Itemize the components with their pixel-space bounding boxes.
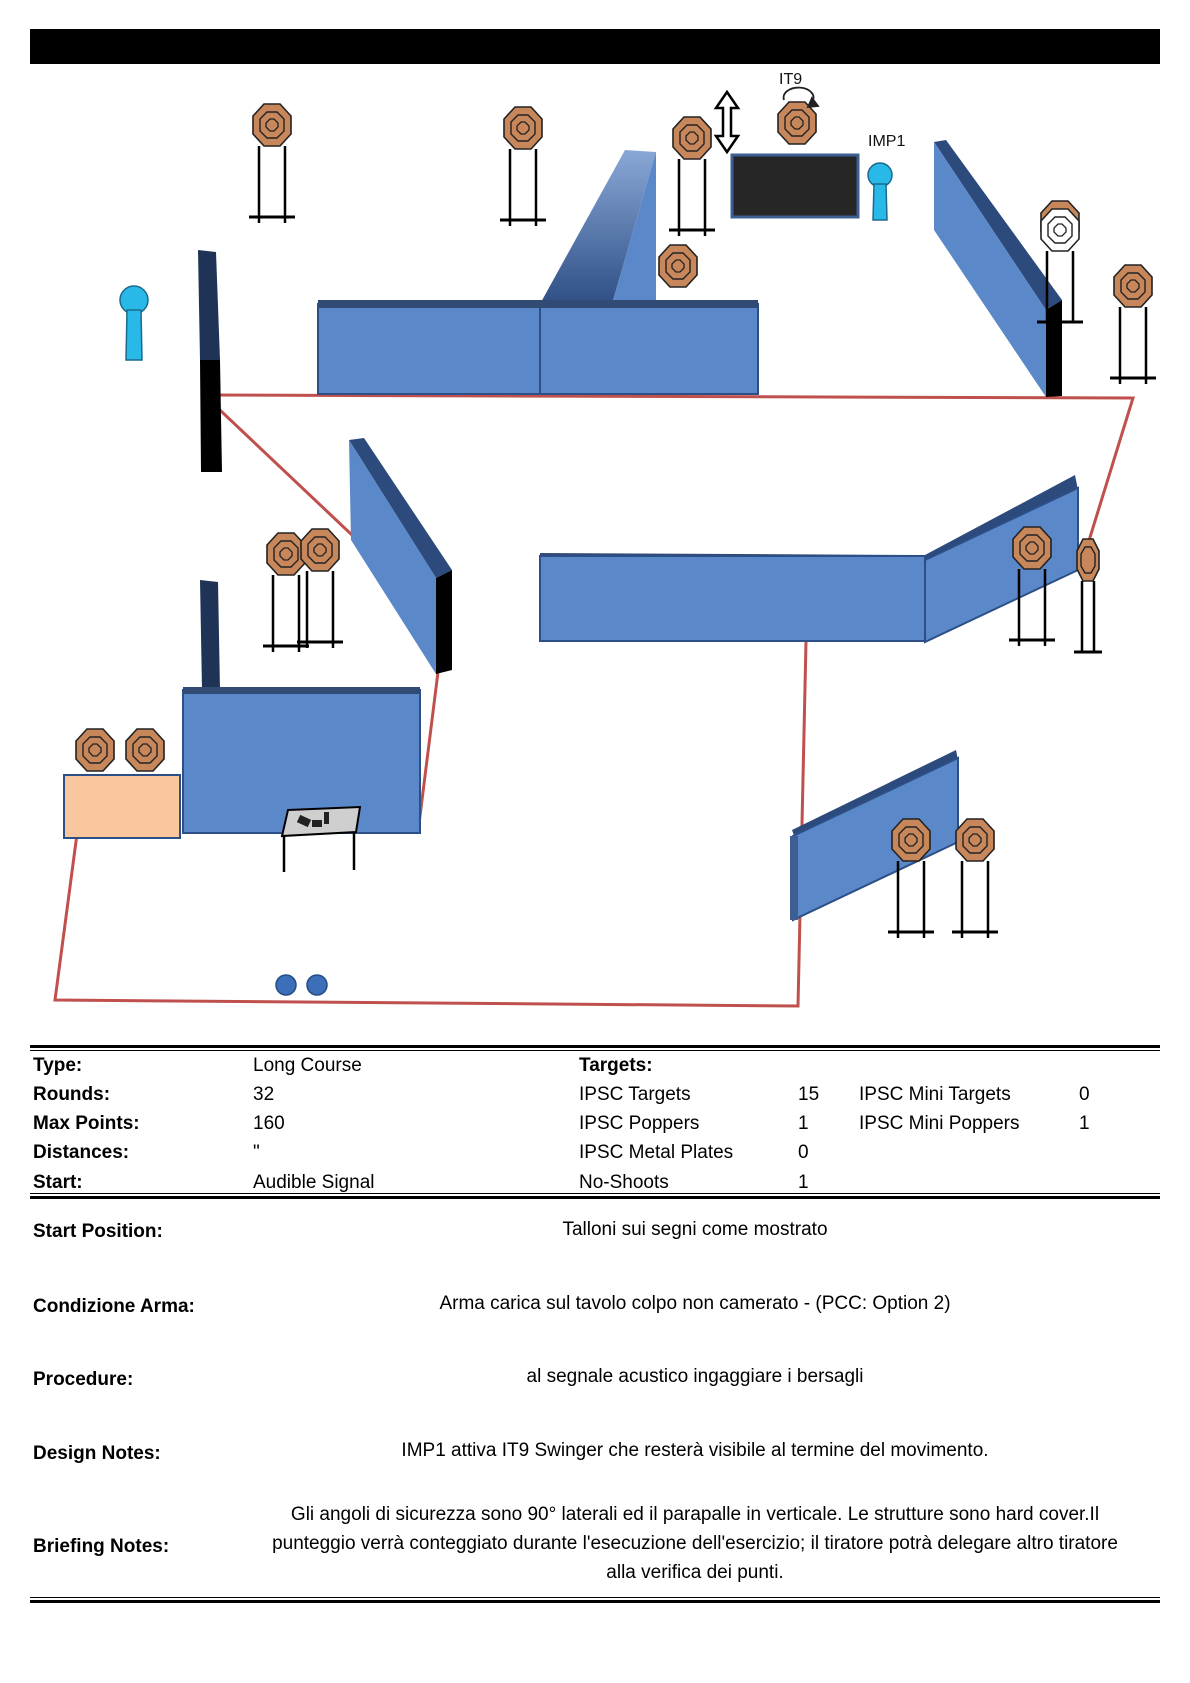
no-shoot-target bbox=[1037, 200, 1083, 324]
type-label: Type: bbox=[33, 1055, 83, 1076]
target-count: 0 bbox=[798, 1142, 809, 1163]
gun-icon bbox=[296, 814, 312, 828]
target-name: No-Shoots bbox=[579, 1172, 669, 1193]
footer-rule bbox=[30, 1600, 1160, 1603]
procedure-text: al segnale acustico ingaggiare i bersagl… bbox=[526, 1366, 864, 1387]
popper-left bbox=[119, 285, 149, 361]
briefing-notes-label: Briefing Notes: bbox=[33, 1536, 170, 1557]
max-points-value: 160 bbox=[253, 1113, 285, 1134]
bottom-right-wall bbox=[790, 750, 959, 922]
target-count: 1 bbox=[798, 1172, 809, 1193]
stage-title-bar bbox=[30, 29, 1160, 64]
swing-arrow-icon bbox=[782, 86, 820, 109]
weapon-condition-text: Arma carica sul tavolo colpo non camerat… bbox=[439, 1293, 951, 1314]
swinger-label: IT9 bbox=[779, 71, 802, 88]
bottom-left-structure bbox=[182, 580, 421, 834]
design-notes-label: Design Notes: bbox=[33, 1443, 161, 1464]
stage-diagram: IT9 IMP1 bbox=[53, 71, 1190, 1008]
activator-label: IMP1 bbox=[868, 133, 905, 150]
fault-lines bbox=[53, 393, 1136, 1008]
target-name: IPSC Poppers bbox=[579, 1113, 700, 1134]
loading-table bbox=[280, 805, 362, 872]
type-value: Long Course bbox=[253, 1055, 362, 1076]
mini-target-name: IPSC Mini Poppers bbox=[859, 1113, 1020, 1134]
target-count: 15 bbox=[798, 1084, 820, 1105]
vertical-move-arrow-icon bbox=[713, 89, 741, 155]
mini-target-name: IPSC Mini Targets bbox=[859, 1084, 1011, 1105]
target-count: 1 bbox=[798, 1113, 809, 1134]
mini-target-count: 1 bbox=[1079, 1113, 1090, 1134]
rounds-label: Rounds: bbox=[33, 1084, 111, 1105]
narrow-target bbox=[1074, 538, 1102, 654]
targets-header: Targets: bbox=[579, 1055, 653, 1076]
mini-target-count: 0 bbox=[1079, 1084, 1090, 1105]
left-wall bbox=[198, 250, 222, 472]
distances-value: " bbox=[253, 1142, 260, 1163]
start-label: Start: bbox=[33, 1172, 83, 1193]
weapon-condition-label: Condizione Arma: bbox=[33, 1296, 195, 1317]
briefing-notes-text: Gli angoli di sicurezza sono 90° lateral… bbox=[272, 1504, 1118, 1583]
target-name: IPSC Metal Plates bbox=[579, 1142, 734, 1163]
start-position-marks bbox=[275, 974, 328, 996]
middle-left-wall bbox=[349, 438, 452, 674]
swinger-backer bbox=[730, 153, 860, 219]
orange-barrier bbox=[63, 774, 181, 839]
top-wall bbox=[317, 150, 759, 395]
summary-bottom-rule bbox=[30, 1196, 1160, 1199]
max-points-label: Max Points: bbox=[33, 1113, 140, 1134]
target-name: IPSC Targets bbox=[579, 1084, 691, 1105]
rounds-value: 32 bbox=[253, 1084, 275, 1105]
popper-imp1 bbox=[867, 162, 893, 221]
right-diagonal-wall bbox=[934, 140, 1062, 397]
middle-wall bbox=[539, 475, 1079, 644]
design-notes-text: IMP1 attiva IT9 Swinger che resterà visi… bbox=[401, 1440, 989, 1461]
start-position-text: Talloni sui segni come mostrato bbox=[562, 1219, 828, 1240]
procedure-label: Procedure: bbox=[33, 1369, 134, 1390]
distances-label: Distances: bbox=[33, 1142, 130, 1163]
start-value: Audible Signal bbox=[253, 1172, 375, 1193]
summary-top-rule bbox=[30, 1045, 1160, 1048]
start-position-label: Start Position: bbox=[33, 1221, 163, 1242]
